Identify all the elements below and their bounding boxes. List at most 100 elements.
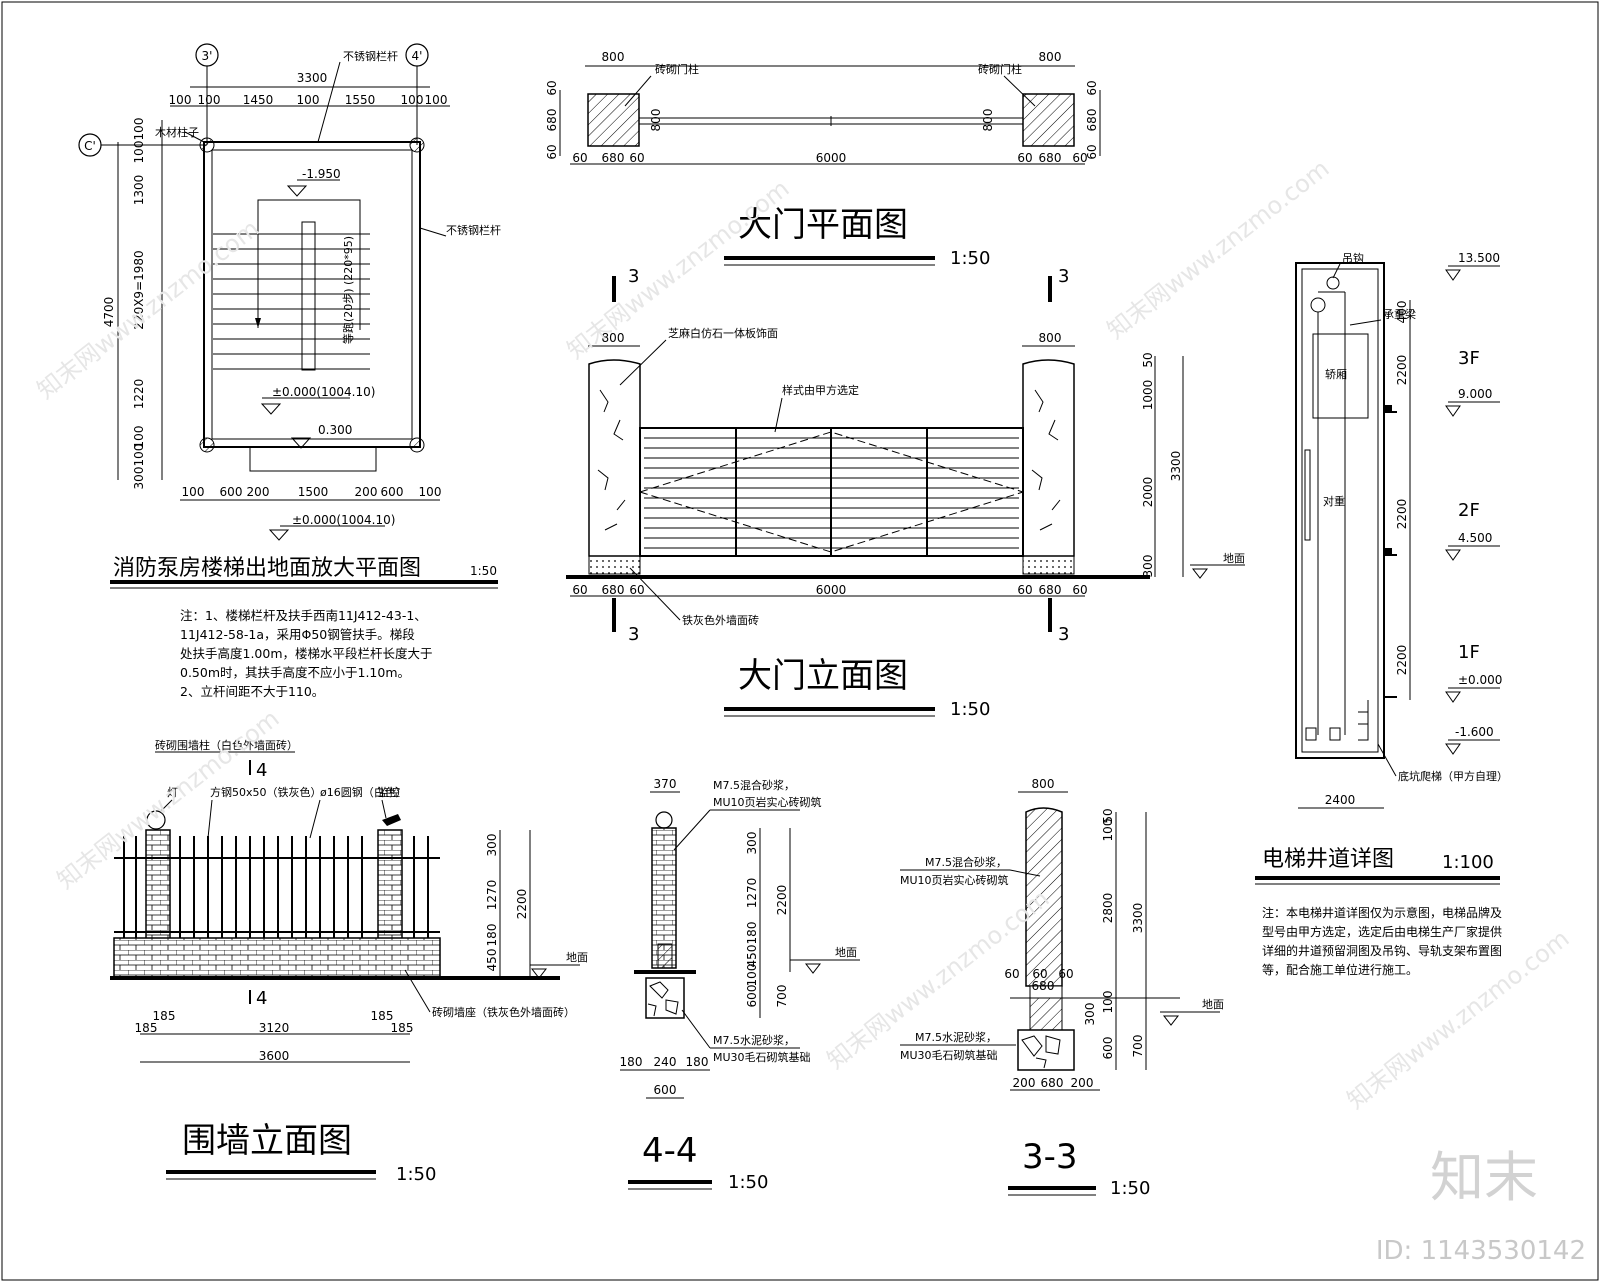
fence-dim-width: 3600 <box>259 1049 290 1063</box>
elevator-hook-label: 吊钩 <box>1342 251 1364 265</box>
gate-plan-label-right: 砖砌门柱 <box>978 62 1022 76</box>
fence-title: 围墙立面图 <box>182 1121 352 1161</box>
gate-elev-section-mark-tr: 3 <box>1058 266 1069 287</box>
elevator-car <box>1312 333 1369 419</box>
stair-dim-total: 3300 <box>297 71 328 85</box>
s33-dim-top: 800 <box>1032 777 1055 791</box>
gate-elev-scale: 1:50 <box>950 699 990 720</box>
stair-dim-bottom-4: 200 <box>355 485 378 499</box>
stair-treads <box>213 233 370 370</box>
s33-title: 3-3 <box>1022 1137 1078 1177</box>
s33-dim-mid-0: 60 <box>1032 967 1047 981</box>
s33-dim-mid-0b: 60 <box>1004 967 1019 981</box>
s33-mortar-label: M7.5混合砂浆， <box>925 855 1007 869</box>
gate-plan-dim-b5: 60 <box>1072 151 1087 165</box>
s44-dim-b0: 180 <box>620 1055 643 1069</box>
gate-elev-dim-pillar-right: 800 <box>1039 331 1062 345</box>
elevator-level-3: ±0.000 <box>1458 673 1502 687</box>
s44-dim-r1: 1270 <box>745 878 759 909</box>
stair-dim-left-7: 300 <box>132 467 146 490</box>
gate-elev-dim-r0: 50 <box>1141 352 1155 367</box>
s44-dim-found: 700 <box>775 985 789 1008</box>
stair-dim-bottom-0: 100 <box>182 485 205 499</box>
s33-dim-b1: 680 <box>1041 1076 1064 1090</box>
fence-lamp <box>146 810 166 830</box>
elevator-notes: 注：本电梯井道详图仅为示意图，电梯品牌及 型号由甲方选定，选定后由电梯生产厂家提… <box>1262 906 1503 977</box>
elevator-dim-0: 400 <box>1395 301 1409 324</box>
stair-run-note: 等跑(20步) (220*95) <box>341 236 355 344</box>
fence-dim-b1: 185 <box>153 1009 176 1023</box>
gate-plan-pillar-left <box>587 93 640 147</box>
stair-dim-left-4: 1220 <box>132 379 146 410</box>
stair-level-ground: ±0.000(1004.10) <box>292 513 395 527</box>
stair-plan-scale: 1:50 <box>470 564 497 578</box>
elevator-dim-3: 2200 <box>1395 645 1409 676</box>
stair-dim-left-3: 220X9=1980 <box>132 250 146 329</box>
gate-elev-dim-b1: 680 <box>602 583 625 597</box>
gate-plan-dim-side-3: 60 <box>1085 144 1099 159</box>
stair-level-step: 0.300 <box>318 423 352 437</box>
s33-base-mortar-label: M7.5水泥砂浆， <box>915 1030 997 1044</box>
gate-elev-tile-label: 铁灰色外墙面砖 <box>682 613 759 627</box>
stair-dim-left-2: 1300 <box>132 175 146 206</box>
stair-dim-top-5: 100 <box>401 93 424 107</box>
s33-brick-label: MU10页岩实心砖砌筑 <box>900 873 1009 887</box>
gate-elev-dim-r3: 300 <box>1141 555 1155 578</box>
fence-camera-label: 监控 <box>378 785 400 799</box>
fence-dim-r3: 450 <box>485 949 499 972</box>
stair-plan-title: 消防泵房楼梯出地面放大平面图 <box>113 556 421 581</box>
fence-dim-r0: 300 <box>485 834 499 857</box>
gate-elev-dim-span: 6000 <box>816 583 847 597</box>
s44-dim-b1: 240 <box>654 1055 677 1069</box>
fence-post-label: 砖砌围墙柱（白色外墙面砖） <box>155 738 298 752</box>
elevator-floor-2: 1F <box>1458 642 1480 663</box>
s33-dim-mid-2: 60 <box>1058 967 1073 981</box>
stair-post-label: 木材柱子 <box>155 125 199 139</box>
elevator-level-2: 4.500 <box>1458 531 1492 545</box>
stair-dim-top-2: 1450 <box>243 93 274 107</box>
fence-bars <box>123 836 429 938</box>
s33-dim-b2: 200 <box>1071 1076 1094 1090</box>
s44-dim-r3: 450 <box>745 945 759 968</box>
gate-elev-stone-label: 芝麻白仿石一体板饰面 <box>668 326 778 340</box>
s44-base-stone-label: MU30毛石砌筑基础 <box>713 1050 811 1064</box>
elevator-dim-1: 2200 <box>1395 355 1409 386</box>
elevator-floor-0: 3F <box>1458 348 1480 369</box>
counterweight <box>1304 449 1311 541</box>
gate-plan: 800 800 砖砌门柱 砖砌门柱 60 680 60 800 800 60 6… <box>545 50 1101 269</box>
s44-dim-r2: 180 <box>745 922 759 945</box>
gate-elev-pillar-left <box>588 359 641 557</box>
elevator-level-1: 9.000 <box>1458 387 1492 401</box>
axis-row-label: C' <box>84 139 96 153</box>
stair-dim-top-0: 100 <box>169 93 192 107</box>
gate-elev-ground-label: 地面 <box>1223 552 1245 565</box>
gate-plan-dim-side-1: 60 <box>545 144 559 159</box>
gate-elev-section-mark-tl: 3 <box>628 266 639 287</box>
elevator-shaft: 轿厢 对重 吊钩 承重梁 底坑爬梯（甲方自理） 13.500 3F 9.000 … <box>1255 251 1508 885</box>
axis-left-label: 3' <box>202 49 213 63</box>
fence-dim-b2: 3120 <box>259 1021 290 1035</box>
s33-dim-b0: 200 <box>1013 1076 1036 1090</box>
gate-elev-dim-pillar-left: 800 <box>602 331 625 345</box>
stair-level-low: -1.950 <box>302 167 341 181</box>
fence-dim-r2: 180 <box>485 924 499 947</box>
gate-elev-dim-r2: 2000 <box>1141 477 1155 508</box>
section-3-3: 800 60 60 60 680 M7.5混合砂浆， MU10页岩实心砖砌筑 M… <box>900 777 1224 1199</box>
stair-dim-left-6: 100 <box>132 444 146 467</box>
fence-dim-b3: 185 <box>371 1009 394 1023</box>
gate-elev-dim-b5: 60 <box>1072 583 1087 597</box>
s44-dim-b2: 180 <box>686 1055 709 1069</box>
fence-ground-label: 地面 <box>566 951 588 964</box>
s33-dim-r2: 2800 <box>1101 893 1115 924</box>
stair-dim-left-1: 100 <box>132 141 146 164</box>
section-4-4: 370 M7.5混合砂浆， MU10页岩实心砖砌筑 M7.5水泥砂浆， MU30… <box>620 777 860 1193</box>
elevator-level-0: 13.500 <box>1458 251 1500 265</box>
stair-dim-bottom-6: 100 <box>419 485 442 499</box>
gate-elev-dim-total: 3300 <box>1169 451 1183 482</box>
elevator-floor-1: 2F <box>1458 500 1480 521</box>
stair-dim-top-6: 100 <box>425 93 448 107</box>
s44-mortar-label: M7.5混合砂浆， <box>713 778 795 792</box>
gate-plan-dim-side-2: 60 <box>1085 80 1099 95</box>
gate-plan-label-left: 砖砌门柱 <box>655 62 699 76</box>
